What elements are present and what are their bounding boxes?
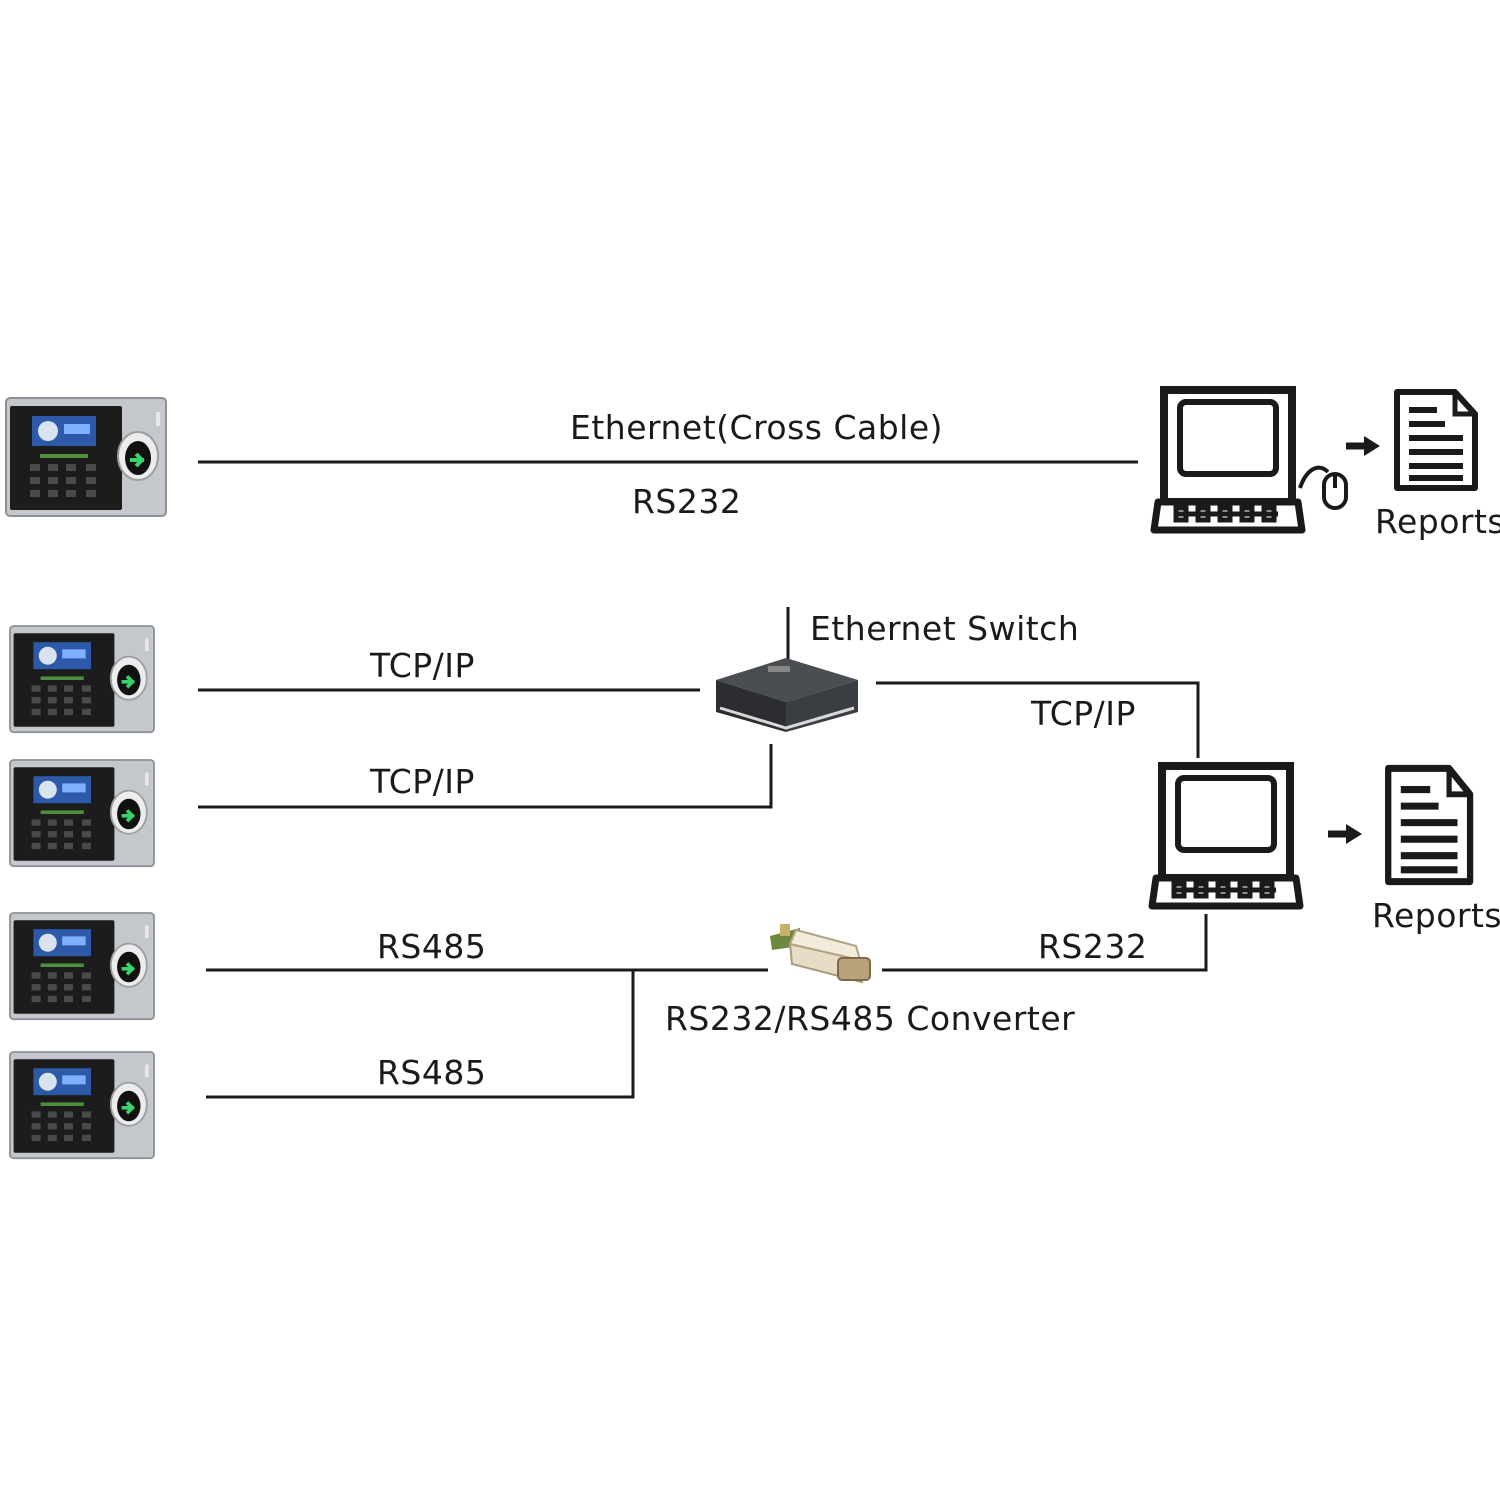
ethernet-cross-cable-label: Ethernet(Cross Cable)	[570, 408, 944, 447]
report-document-icon-top	[1397, 392, 1475, 488]
tcpip-line-2	[198, 744, 773, 809]
converter-label: RS232/RS485 Converter	[665, 999, 1076, 1038]
arrow-right-icon-top	[1346, 436, 1380, 456]
rs232-rs485-converter-icon	[770, 924, 871, 984]
reports-bottom-label: Reports	[1372, 896, 1500, 935]
rs485-label-1: RS485	[377, 927, 487, 966]
rs232-top-label: RS232	[632, 482, 742, 521]
mouse-icon	[1298, 465, 1348, 510]
tcpip-label-1: TCP/IP	[370, 646, 475, 685]
report-document-icon-bottom	[1388, 768, 1470, 881]
ethernet-switch-label: Ethernet Switch	[810, 609, 1080, 648]
tcpip-label-2: TCP/IP	[370, 762, 475, 801]
terminal-tcpip-2	[8, 758, 156, 869]
terminal-tcpip-1	[8, 624, 156, 735]
rs485-line-2	[206, 970, 635, 1099]
tcpip-switch-pc-line	[876, 681, 1200, 758]
rs485-label-2: RS485	[377, 1053, 487, 1092]
laptop-icon-bottom	[1152, 766, 1300, 906]
ethernet-switch-icon	[716, 658, 858, 732]
terminal-rs485-2	[8, 1050, 156, 1160]
rs232-converter-pc-label: RS232	[1038, 927, 1148, 966]
reports-top-label: Reports	[1375, 502, 1500, 541]
terminal-rs485-1	[8, 911, 156, 1022]
rs232-converter-pc-line	[882, 914, 1208, 972]
tcpip-switch-pc-label: TCP/IP	[1031, 694, 1136, 733]
laptop-icon-top	[1154, 390, 1302, 530]
arrow-right-icon-bottom	[1328, 824, 1362, 844]
connection-lines	[198, 460, 1208, 1099]
terminal-ethernet	[4, 396, 168, 518]
